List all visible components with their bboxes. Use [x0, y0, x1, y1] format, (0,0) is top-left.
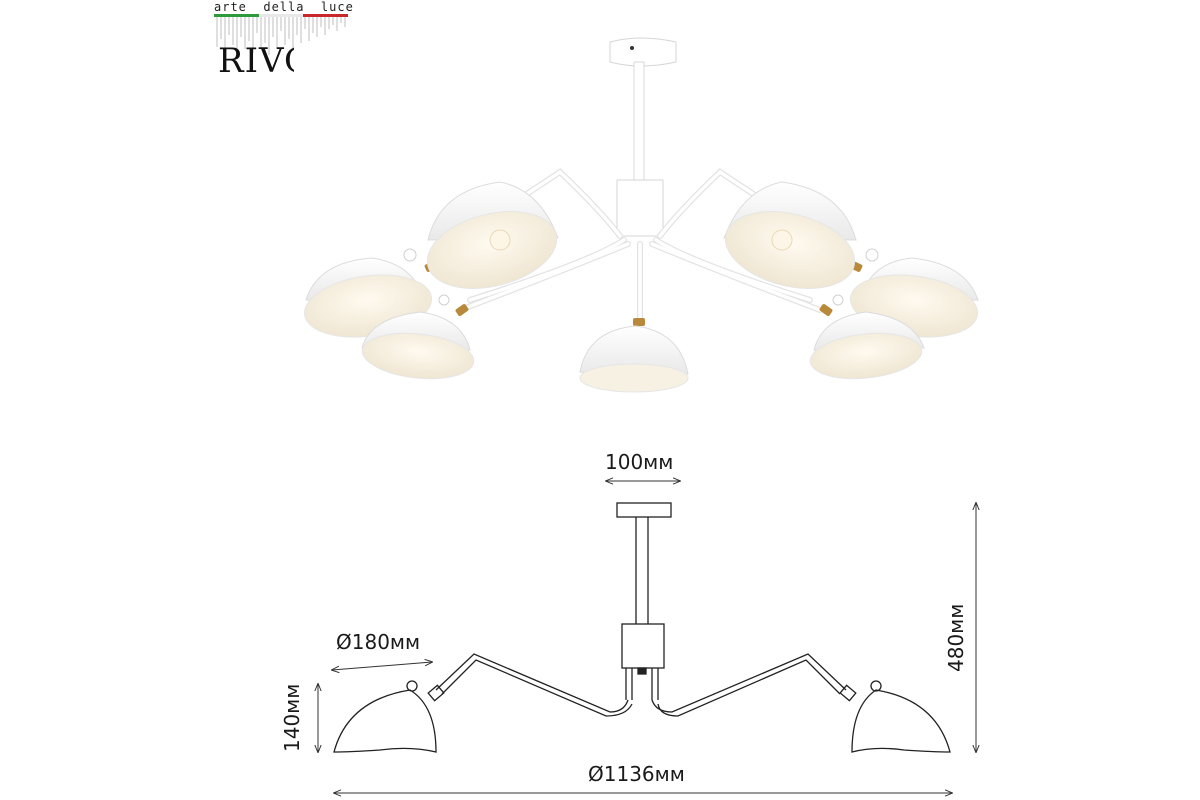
dim-label-total-height: 480мм [944, 603, 968, 672]
shade-right-lower [809, 294, 925, 380]
canopy-screw [630, 46, 634, 50]
dim-label-shade-height: 140мм [280, 683, 304, 752]
flag-white [258, 14, 304, 17]
drawing-canopy [616, 502, 672, 518]
dim-line-shade-diameter [332, 662, 432, 670]
drawing-arm-right [651, 653, 847, 713]
stem [633, 61, 645, 183]
drawing-hub [621, 623, 665, 669]
logo-rain-lines [216, 17, 346, 55]
dim-label-canopy-width: 100мм [605, 450, 674, 474]
dimension-lines [318, 481, 976, 793]
canopy [609, 37, 677, 67]
drawing-shade-right [851, 680, 951, 753]
flag-red [303, 14, 349, 17]
dim-label-shade-diameter: Ø180мм [336, 630, 421, 654]
dim-label-total-diameter: Ø1136мм [588, 762, 685, 786]
technical-drawing [333, 502, 951, 753]
drawing-shade-left [333, 680, 437, 753]
brand-logo: arte della luce [214, 0, 354, 82]
shade-center [579, 325, 689, 393]
flag-stripe [214, 14, 349, 17]
shade-upper-left [426, 181, 559, 289]
drawing-arm-left [435, 653, 629, 713]
shade-upper-right [723, 181, 857, 289]
flag-green [214, 14, 259, 17]
brand-name: RIVOLI [218, 42, 294, 80]
hub [616, 179, 664, 237]
shade-left-lower [361, 294, 475, 380]
chandelier-photo [303, 37, 979, 393]
brand-tagline: arte della luce [214, 0, 354, 14]
